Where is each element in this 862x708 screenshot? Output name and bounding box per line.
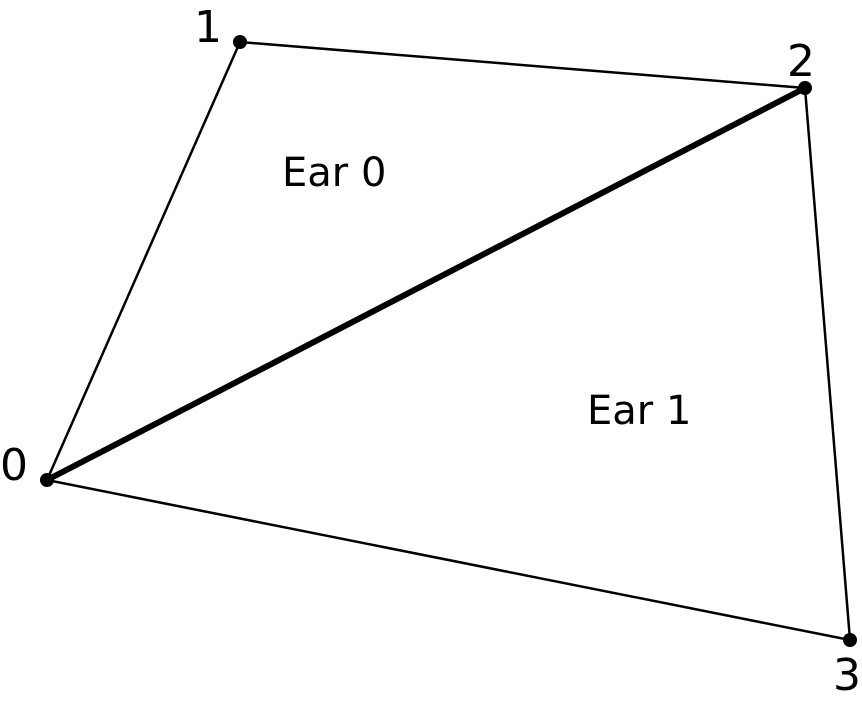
edge-2-3 <box>803 86 852 642</box>
vertex-0-label: 0 <box>0 440 28 491</box>
diagonal-0-2 <box>44 85 808 483</box>
vertex-3-dot <box>843 633 857 647</box>
vertex-2-dot <box>798 81 812 95</box>
vertex-2-label: 2 <box>787 36 815 87</box>
ear-0-label: Ear 0 <box>282 150 386 196</box>
vertex-1-dot <box>233 35 247 49</box>
edge-1-2 <box>238 40 807 90</box>
vertex-0-dot <box>40 473 54 487</box>
vertex-1-label: 1 <box>194 2 222 53</box>
vertex-3-label: 3 <box>833 650 861 701</box>
edge-3-0 <box>45 478 852 642</box>
ear-1-label: Ear 1 <box>587 388 691 434</box>
edge-0-1 <box>45 40 242 482</box>
